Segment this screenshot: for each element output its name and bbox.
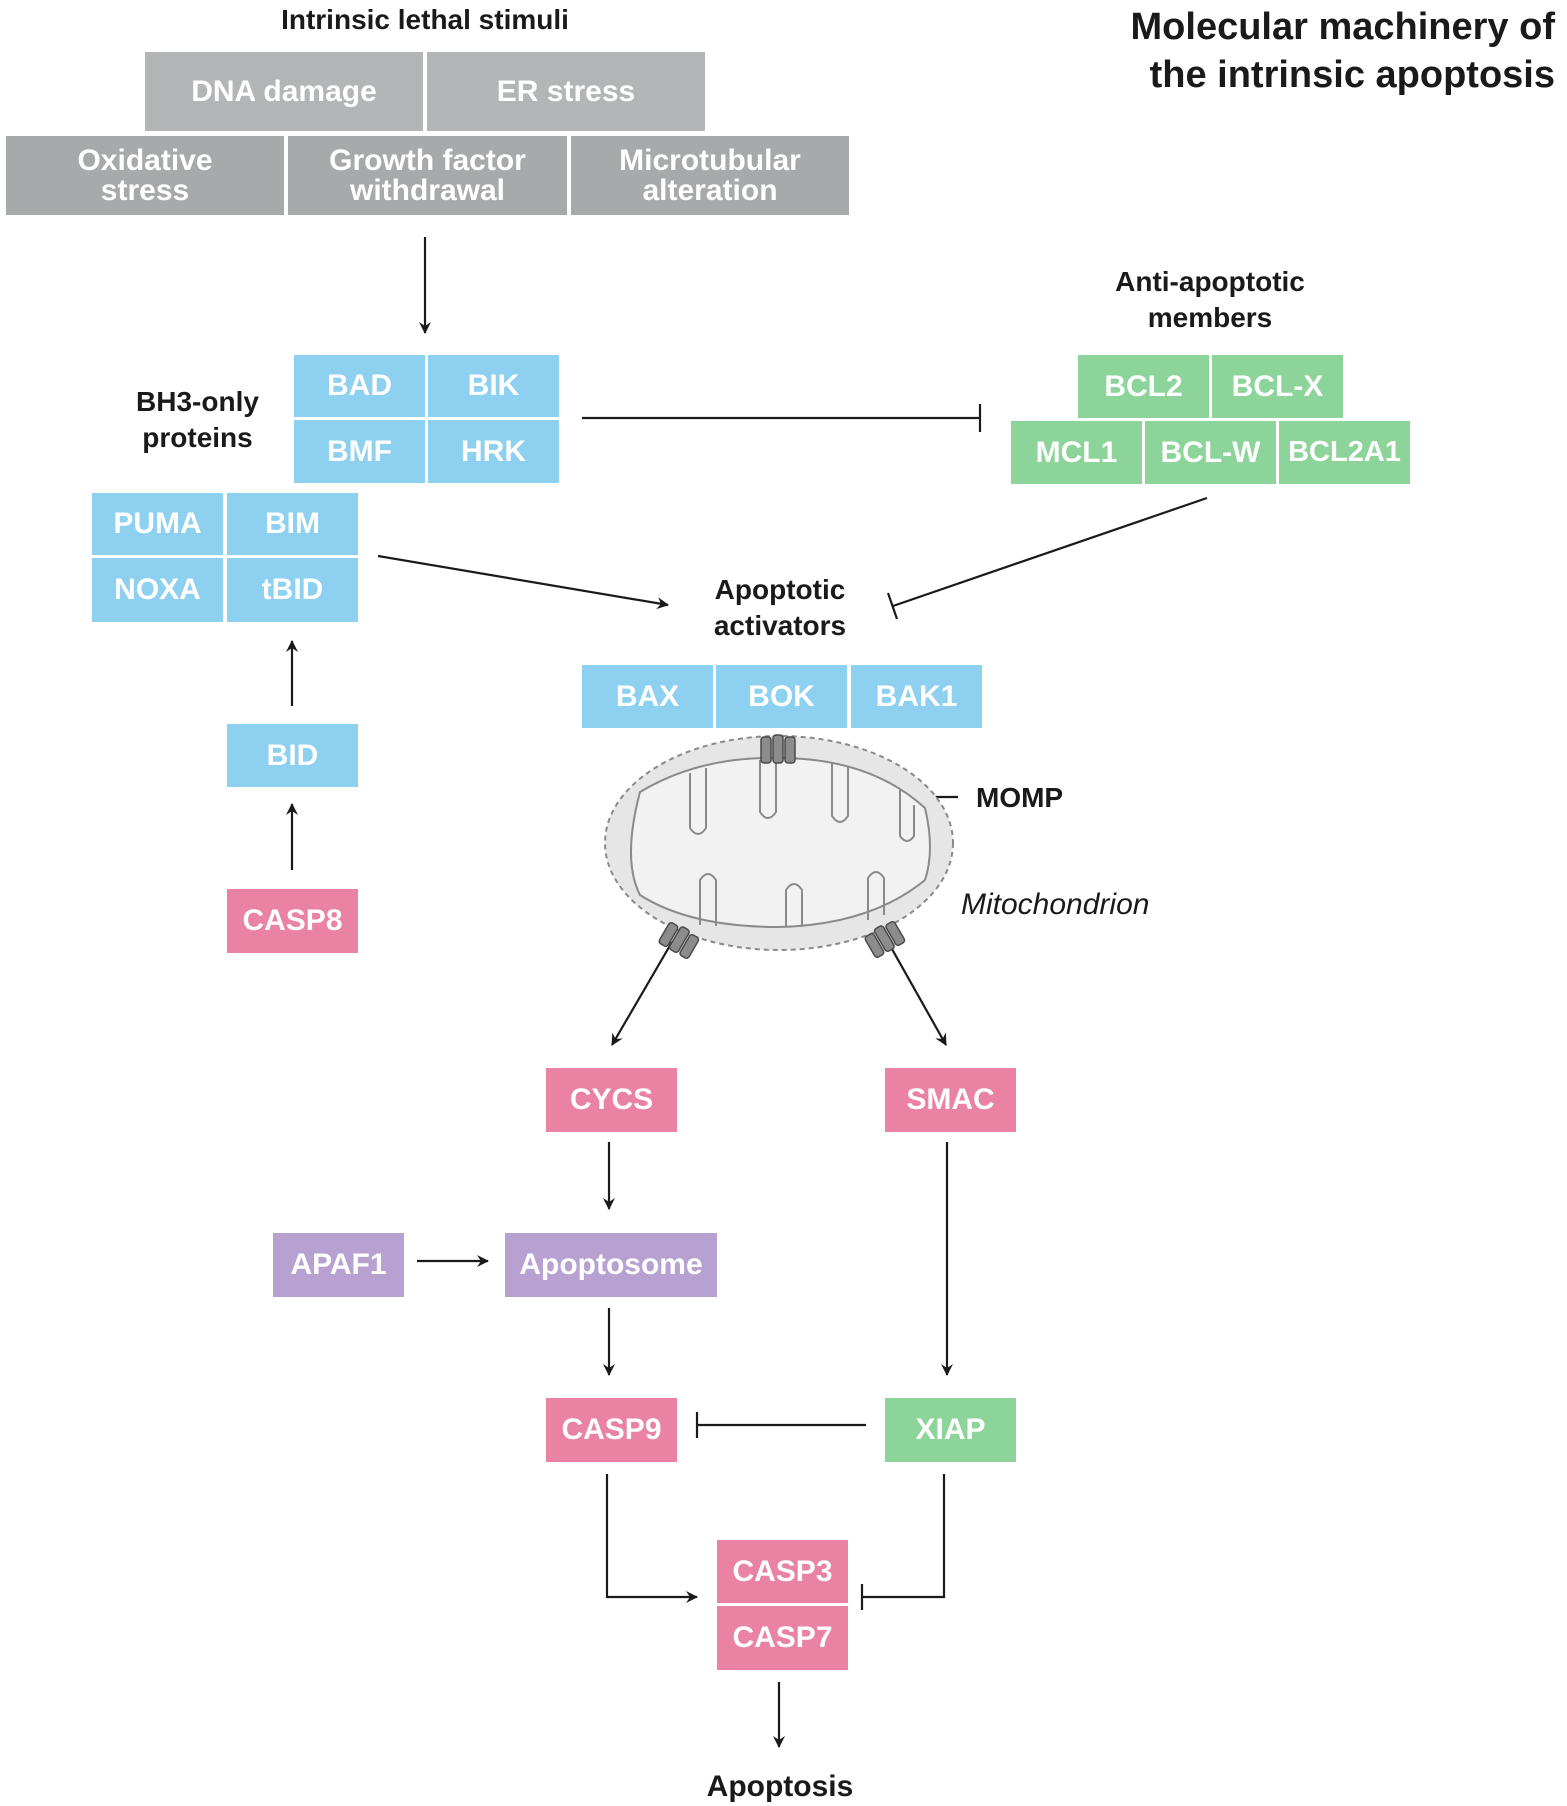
casp9-box: CASP9 bbox=[546, 1398, 677, 1462]
mitochondrion-icon bbox=[604, 734, 954, 960]
bh3-noxa: NOXA bbox=[92, 558, 223, 622]
casp8-box: CASP8 bbox=[227, 889, 358, 953]
stimulus-dna-damage: DNA damage bbox=[145, 52, 423, 131]
arrow-mito-to-smac bbox=[887, 941, 947, 1046]
momp-label: MOMP bbox=[976, 782, 1064, 813]
casp7-box: CASP7 bbox=[717, 1606, 848, 1670]
bid-box: BID bbox=[227, 724, 358, 787]
stimulus-growth-factor-withdrawal: Growth factor withdrawal bbox=[288, 136, 567, 215]
bh3-bim: BIM bbox=[227, 493, 358, 555]
anti-bcl2: BCL2 bbox=[1078, 355, 1209, 418]
xiap-box: XIAP bbox=[885, 1398, 1016, 1462]
anti-bclw: BCL-W bbox=[1145, 421, 1276, 484]
anti-heading-line1: Anti-apoptotic bbox=[1115, 266, 1305, 297]
anti-heading-line2: members bbox=[1147, 302, 1273, 334]
activator-bok: BOK bbox=[716, 665, 847, 728]
arrow-casp9-to-casp37 bbox=[605, 1474, 698, 1603]
anti-bcl2a1: BCL2A1 bbox=[1279, 421, 1410, 484]
bh3-bad: BAD bbox=[294, 355, 425, 417]
activator-bak1: BAK1 bbox=[851, 665, 982, 728]
inhibit-anti-to-activators bbox=[892, 496, 1208, 608]
bh3-hrk: HRK bbox=[428, 420, 559, 483]
bh3-puma: PUMA bbox=[92, 493, 223, 555]
bh3-heading-line2: proteins bbox=[142, 422, 253, 454]
stimulus-oxidative-stress: Oxidative stress bbox=[6, 136, 284, 215]
stimulus-microtubular-alteration: Microtubular alteration bbox=[571, 136, 849, 215]
bh3-heading: BH3-only proteins bbox=[110, 384, 285, 457]
smac-box: SMAC bbox=[885, 1068, 1016, 1132]
bh3-bmf: BMF bbox=[294, 420, 425, 483]
mitochondrion-label: Mitochondrion bbox=[961, 888, 1150, 921]
bh3-tbid: tBID bbox=[227, 558, 358, 622]
anti-heading: Anti-apoptotic members bbox=[1060, 264, 1360, 337]
anti-bclxl-label: BCL-X bbox=[1231, 369, 1324, 403]
activator-bax: BAX bbox=[582, 665, 713, 728]
bh3-heading-line1: BH3-only bbox=[136, 386, 259, 417]
figure-title: Molecular machinery of the intrinsic apo… bbox=[1131, 4, 1555, 99]
apoptosis-label: Apoptosis bbox=[706, 1770, 854, 1803]
stimuli-heading: Intrinsic lethal stimuli bbox=[281, 4, 569, 35]
stimulus-er-stress: ER stress bbox=[427, 52, 705, 131]
activators-heading: Apoptotic activators bbox=[665, 572, 895, 645]
activators-heading-line2: activators bbox=[713, 610, 847, 642]
apaf1-box: APAF1 bbox=[273, 1233, 404, 1297]
arrow-bh3-to-activators bbox=[377, 554, 669, 610]
activators-heading-line1: Apoptotic bbox=[714, 574, 846, 605]
anti-bclxl: BCL-X bbox=[1212, 355, 1343, 418]
figure-title-line2: the intrinsic apoptosis bbox=[1149, 53, 1555, 96]
anti-mcl1: MCL1 bbox=[1011, 421, 1142, 484]
inhibit-bar-anti-to-activators bbox=[886, 592, 899, 620]
apoptosome-box: Apoptosome bbox=[505, 1233, 717, 1297]
bh3-bik: BIK bbox=[428, 355, 559, 417]
arrow-mito-to-cycs bbox=[611, 941, 673, 1046]
inhibit-xiap-to-casp37 bbox=[862, 1474, 946, 1599]
cycs-box: CYCS bbox=[546, 1068, 677, 1132]
casp3-box: CASP3 bbox=[717, 1540, 848, 1603]
figure-title-line1: Molecular machinery of bbox=[1130, 6, 1555, 48]
